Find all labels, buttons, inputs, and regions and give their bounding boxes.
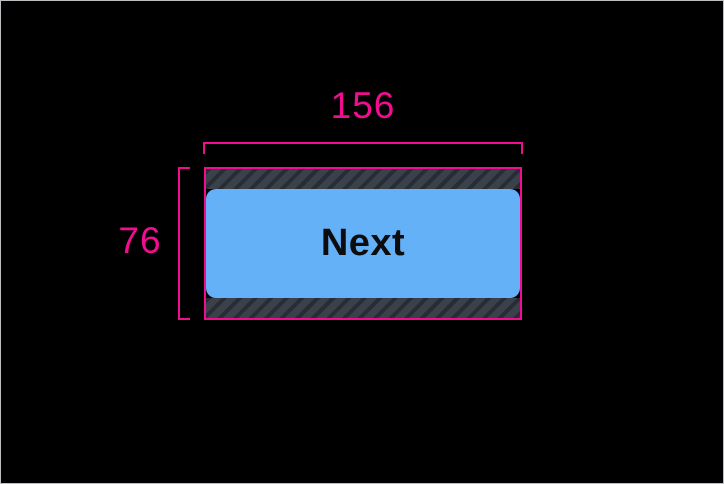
width-dimension-bracket — [203, 142, 523, 154]
widget-bounds-overlay: Next — [204, 167, 522, 320]
next-button-label: Next — [320, 222, 406, 264]
height-dimension-label: 76 — [118, 220, 162, 261]
padding-top-hatch — [206, 169, 520, 189]
width-dimension-label: 156 — [330, 85, 396, 126]
padding-bottom-hatch — [206, 298, 520, 318]
next-button[interactable]: Next — [206, 189, 520, 298]
height-dimension-bracket — [178, 167, 190, 320]
